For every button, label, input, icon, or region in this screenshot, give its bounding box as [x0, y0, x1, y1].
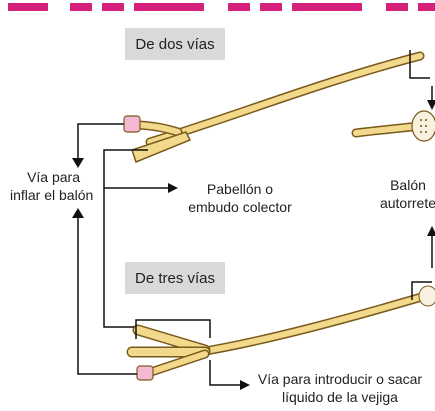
funnel-line2: embudo colector	[188, 199, 292, 215]
balloon-line1: Balón	[390, 177, 426, 193]
pink-tip-icon	[136, 365, 154, 381]
inflate-balloon-label: Vía para inflar el balón	[10, 168, 94, 204]
connector-lines	[77, 50, 433, 386]
stripe-segment	[386, 3, 408, 11]
stripe-segment	[260, 3, 282, 11]
balloon-line2: autorrete	[379, 195, 435, 211]
bladder-label: Vía para introducir o sacar líquido de l…	[250, 370, 430, 406]
arrow-icon	[72, 100, 435, 390]
bladder-line1: Vía para introducir o sacar	[257, 371, 423, 387]
balloon-label: Balón autorrete	[378, 176, 435, 212]
inflate-line2: inflar el balón	[10, 187, 94, 203]
funnel-label: Pabellón o embudo colector	[180, 180, 300, 216]
top-stripe	[8, 3, 435, 11]
two-way-title: De dos vías	[125, 28, 225, 60]
stripe-segment	[418, 3, 435, 11]
stripe-segment	[134, 3, 204, 11]
stripe-segment	[70, 3, 92, 11]
two-way-catheter-icon	[123, 51, 425, 163]
stripe-segment	[8, 3, 48, 11]
bladder-line2: líquido de la vejiga	[282, 389, 398, 405]
stripe-segment	[292, 3, 362, 11]
stripe-segment	[102, 3, 124, 11]
three-way-title-text: De tres vías	[134, 269, 216, 287]
inflate-line1: Vía para	[27, 169, 80, 185]
three-way-title: De tres vías	[125, 262, 225, 294]
pink-tip-icon	[123, 115, 141, 133]
two-way-title-text: De dos vías	[135, 35, 215, 53]
balloon-bottom-icon	[418, 285, 435, 307]
stripe-segment	[228, 3, 250, 11]
funnel-line1: Pabellón o	[206, 181, 274, 197]
balloon-icon	[351, 110, 435, 142]
three-way-catheter-icon	[126, 291, 430, 381]
